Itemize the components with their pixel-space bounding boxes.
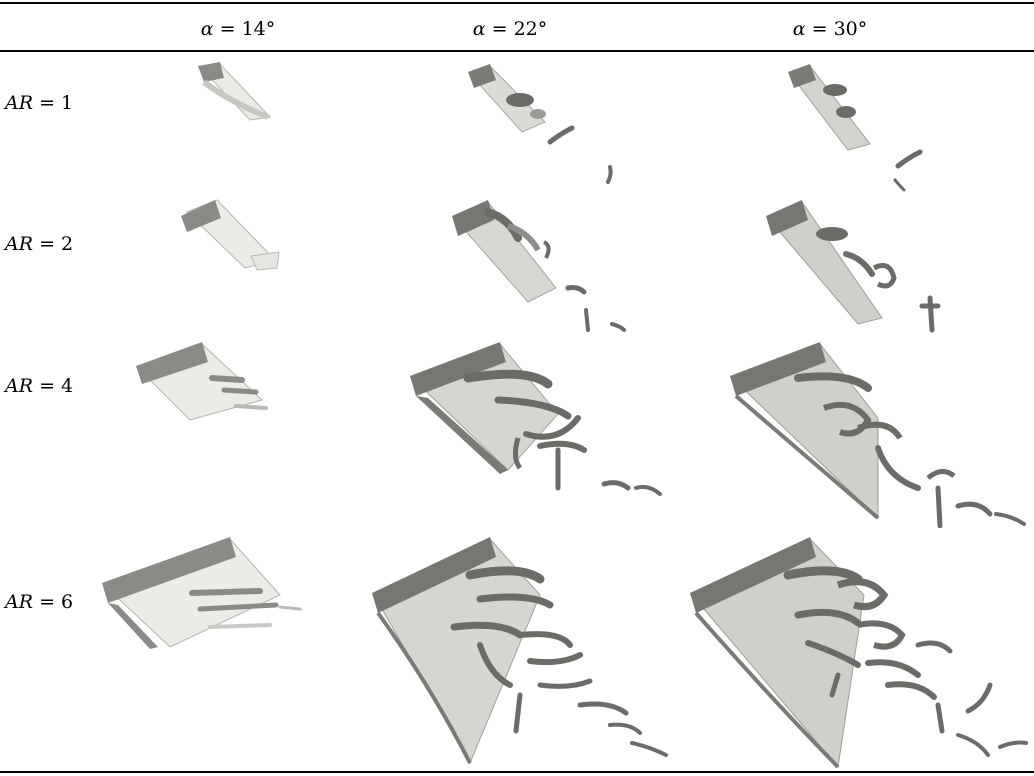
panel-ar4-a30 (728, 338, 1028, 528)
panel-ar4-a14 (132, 340, 282, 425)
panel-ar1-a30 (780, 62, 940, 192)
panel-ar2-a30 (762, 198, 952, 338)
panel-ar2-a22 (448, 198, 638, 338)
panel-ar2-a14 (175, 198, 285, 278)
panel-ar6-a14 (100, 535, 315, 660)
panel-ar1-a14 (190, 62, 280, 127)
row-label-ar-6: AR = 6 (5, 591, 74, 613)
row-label-ar-4: AR = 4 (5, 375, 74, 397)
row-label-ar-1: AR = 1 (5, 92, 74, 114)
panel-ar6-a30 (688, 535, 1032, 771)
column-header-alpha-22: α = 22° (472, 18, 548, 40)
panel-ar4-a22 (408, 338, 673, 518)
row-label-ar-2: AR = 2 (5, 233, 74, 255)
column-header-alpha-30: α = 30° (792, 18, 868, 40)
table-bottom-rule (0, 771, 1034, 773)
table-top-rule (0, 2, 1034, 4)
panel-ar6-a22 (370, 535, 685, 770)
column-header-alpha-14: α = 14° (200, 18, 276, 40)
panel-ar1-a22 (460, 62, 630, 192)
table-header-rule (0, 50, 1034, 52)
